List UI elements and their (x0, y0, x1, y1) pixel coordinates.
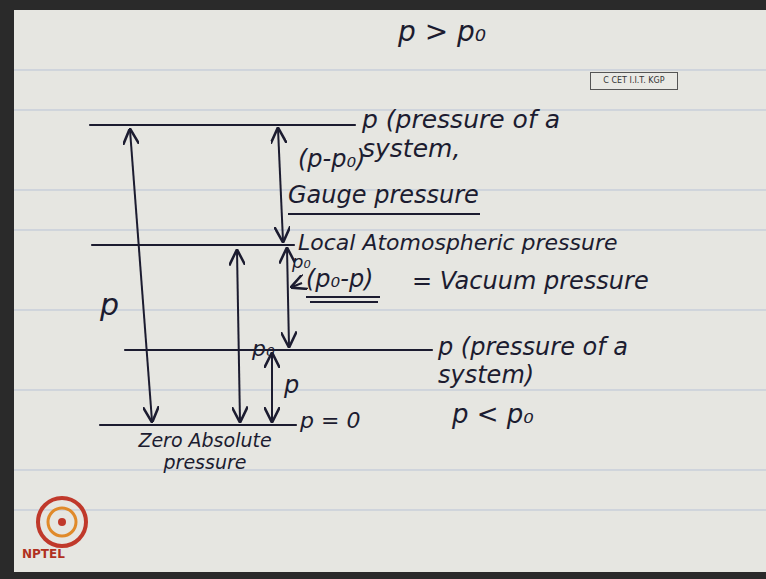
zero-absolute-label: Zero Absolute pressure (110, 430, 300, 474)
gauge-expression: (p-p₀) (298, 146, 418, 174)
pressure-arrows (130, 129, 302, 421)
vacuum-pressure-label: = Vacuum pressure (412, 268, 712, 296)
ruled-lines (14, 70, 766, 510)
atmospheric-pressure-label: Local Atomospheric pressure (298, 230, 758, 255)
stamp-box: C CET I.I.T. KGP (590, 72, 678, 90)
nptel-logo (38, 498, 86, 546)
system-pressure-label: p (pressure of a system) (438, 334, 678, 389)
absolute-pressure-symbol: p (100, 288, 130, 323)
system-pressure-label: p (pressure of a system, (362, 106, 577, 164)
atmospheric-symbol: p₀ (252, 336, 292, 361)
condition-note: p < p₀ (452, 400, 612, 430)
condition-note: p > p₀ (398, 16, 578, 48)
pressure-level-lines (90, 125, 432, 425)
stamp-text: C CET I.I.T. KGP (595, 76, 673, 86)
vacuum-expression: (p₀-p) (306, 266, 406, 294)
gauge-pressure-label: Gauge pressure (288, 182, 508, 210)
zero-pressure-label: p = 0 (300, 408, 400, 433)
logo-text: NPTEL (22, 548, 102, 562)
paper-sheet (14, 10, 766, 572)
absolute-pressure-symbol: p (284, 372, 314, 400)
